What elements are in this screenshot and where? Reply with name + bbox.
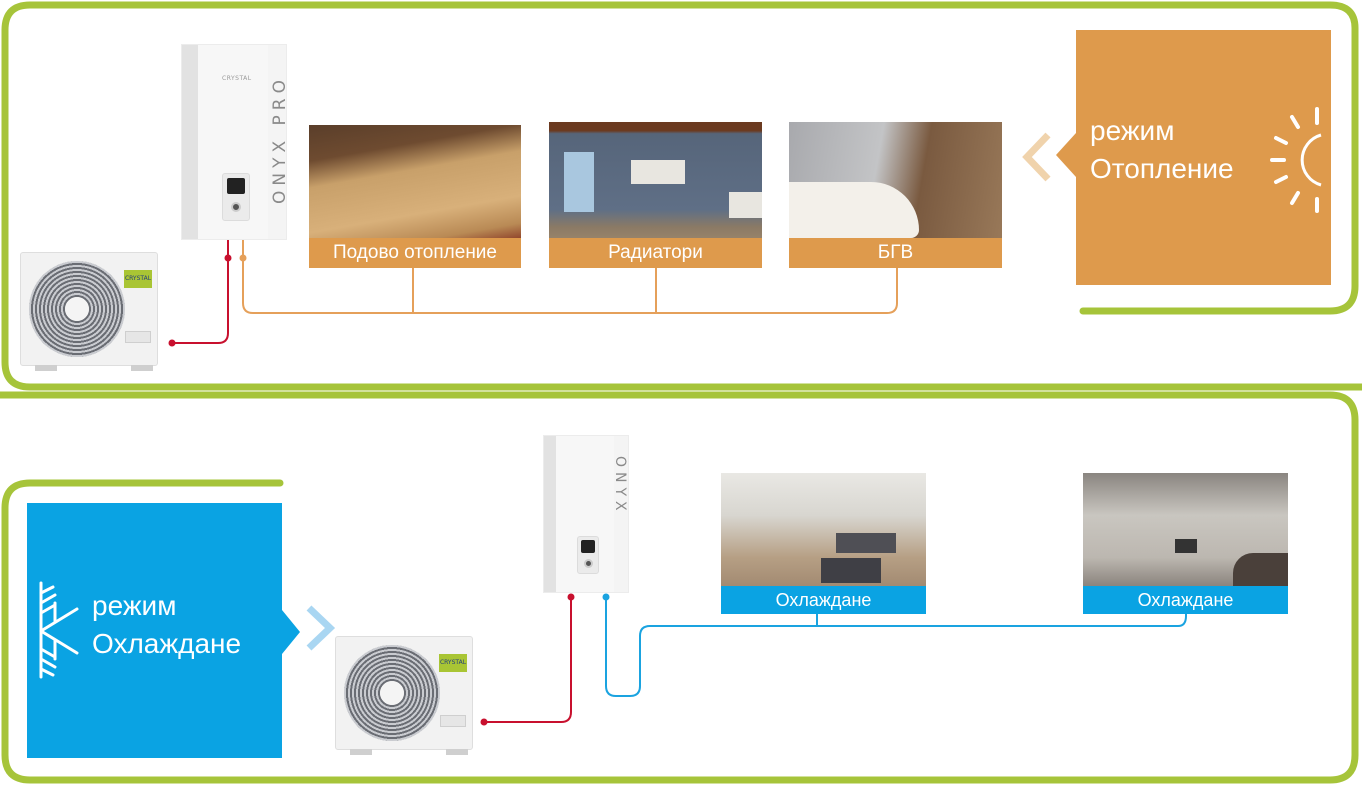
model-label: ONYX PRO (270, 75, 290, 204)
heating-indoor-unit: CRYSTAL ONYX PRO (181, 44, 290, 240)
pipe-joint (602, 593, 610, 601)
caption: Подово отопление (309, 238, 521, 268)
heating-mode-name: Отопление (1090, 153, 1234, 184)
chevron-right-icon (306, 605, 336, 651)
cooling-frame (0, 391, 1359, 784)
cooling-outdoor-unit: CRYSTAL (335, 636, 473, 755)
snowflake-icon (39, 581, 79, 679)
heating-outdoor-unit: CRYSTAL (20, 252, 158, 371)
pipe-joint (224, 254, 232, 262)
cooling-mode-name: Охлаждане (92, 628, 242, 659)
brand-logo: CRYSTAL (439, 654, 467, 672)
brand-logo: CRYSTAL (222, 75, 252, 82)
heating-mode-box: режим Отопление (1056, 30, 1331, 285)
pipe-joint (239, 254, 247, 262)
heating-refrigerant-pipe (172, 240, 229, 344)
model-label: ONYX (612, 456, 628, 516)
cooling-pointer (282, 610, 300, 654)
caption: Охлаждане (721, 586, 926, 614)
caption: БГВ (789, 238, 1002, 268)
brand-logo: CRYSTAL (124, 270, 152, 288)
caption: Охлаждане (1083, 586, 1288, 614)
cooling-indoor-unit: ONYX (543, 435, 629, 593)
chevron-left-icon (1022, 132, 1051, 182)
heating-water-pipe (242, 240, 898, 314)
pipe-joint (480, 718, 488, 726)
cooling-mode-label: режим (92, 590, 177, 621)
sun-icon (1270, 107, 1322, 213)
pipe-joint (567, 593, 575, 601)
cooling-refrigerant-pipe (484, 597, 572, 723)
heating-mode-label: режим (1090, 115, 1175, 146)
control-panel (577, 536, 599, 574)
caption: Радиатори (549, 238, 762, 268)
bathroom-photo: БГВ (789, 122, 1002, 268)
heating-frame (1, 1, 1362, 391)
heating-pointer (1056, 133, 1076, 177)
living-room-photo: Охлаждане (721, 473, 926, 614)
control-panel (222, 173, 250, 221)
cooling-water-pipe (605, 597, 1187, 697)
lounge-photo: Охлаждане (1083, 473, 1288, 614)
cooling-mode-box: режим Охлаждане (27, 503, 300, 758)
radiators-photo: Радиатори (549, 122, 762, 268)
pipe-joint (168, 339, 176, 347)
underfloor-heating-photo: Подово отопление (309, 125, 521, 268)
